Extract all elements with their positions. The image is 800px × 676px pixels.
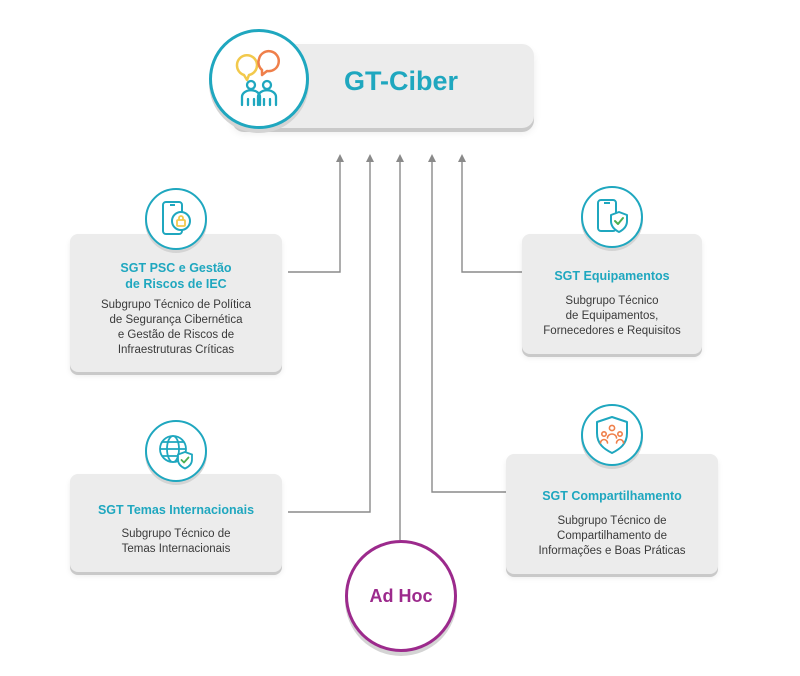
card-sgt-psc: SGT PSC e Gestão de Riscos de IEC Subgru…	[70, 234, 282, 372]
main-badge	[209, 29, 309, 129]
globe-shield-icon	[159, 435, 193, 470]
card-desc-line: Infraestruturas Críticas	[117, 344, 235, 356]
connector-equipamentos	[458, 154, 522, 273]
adhoc-label: Ad Hoc	[369, 585, 433, 606]
card-desc-line: Fornecedores e Requisitos	[543, 325, 681, 337]
adhoc-circle: Ad Hoc	[345, 540, 457, 652]
main-title: GT-Ciber	[344, 66, 459, 96]
shield-people-icon	[596, 416, 628, 454]
card-desc-line: Compartilhamento de	[557, 530, 667, 542]
card-desc-line: Subgrupo Técnico de	[121, 528, 231, 540]
card-title-line: SGT PSC e Gestão	[120, 261, 232, 275]
phone-lock-icon	[162, 201, 191, 235]
card-desc-line: Temas Internacionais	[121, 543, 231, 555]
card-title-line: de Riscos de IEC	[125, 277, 227, 291]
card-desc-line: de Equipamentos,	[565, 310, 659, 322]
card-sgt-compartilhamento: SGT Compartilhamento Subgrupo Técnico de…	[506, 454, 718, 574]
badge-sgt-compartilhamento	[581, 404, 643, 466]
chat-people-icon	[235, 49, 280, 107]
card-title-line: SGT Compartilhamento	[542, 489, 682, 503]
badge-sgt-temas	[145, 420, 207, 482]
card-desc-line: e Gestão de Riscos de	[117, 329, 235, 341]
card-title-line: SGT Equipamentos	[554, 269, 670, 283]
card-desc-line: Subgrupo Técnico de Política	[100, 299, 252, 311]
card-desc-line: Subgrupo Técnico	[565, 295, 659, 307]
connector-temas	[288, 154, 374, 513]
card-desc-line: Subgrupo Técnico de	[557, 515, 667, 527]
connector-psc	[288, 154, 344, 273]
badge-sgt-equipamentos	[581, 186, 643, 248]
card-desc-line: Informações e Boas Práticas	[538, 545, 686, 557]
card-desc-line: de Segurança Cibernética	[109, 314, 243, 326]
connector-compartilhamento	[428, 154, 508, 493]
card-title-line: SGT Temas Internacionais	[97, 503, 255, 517]
card-sgt-equipamentos: SGT Equipamentos Subgrupo Técnico de Equ…	[522, 234, 702, 354]
card-sgt-temas: SGT Temas Internacionais Subgrupo Técnic…	[70, 474, 282, 572]
badge-sgt-psc	[145, 188, 207, 250]
device-shield-icon	[597, 199, 628, 233]
